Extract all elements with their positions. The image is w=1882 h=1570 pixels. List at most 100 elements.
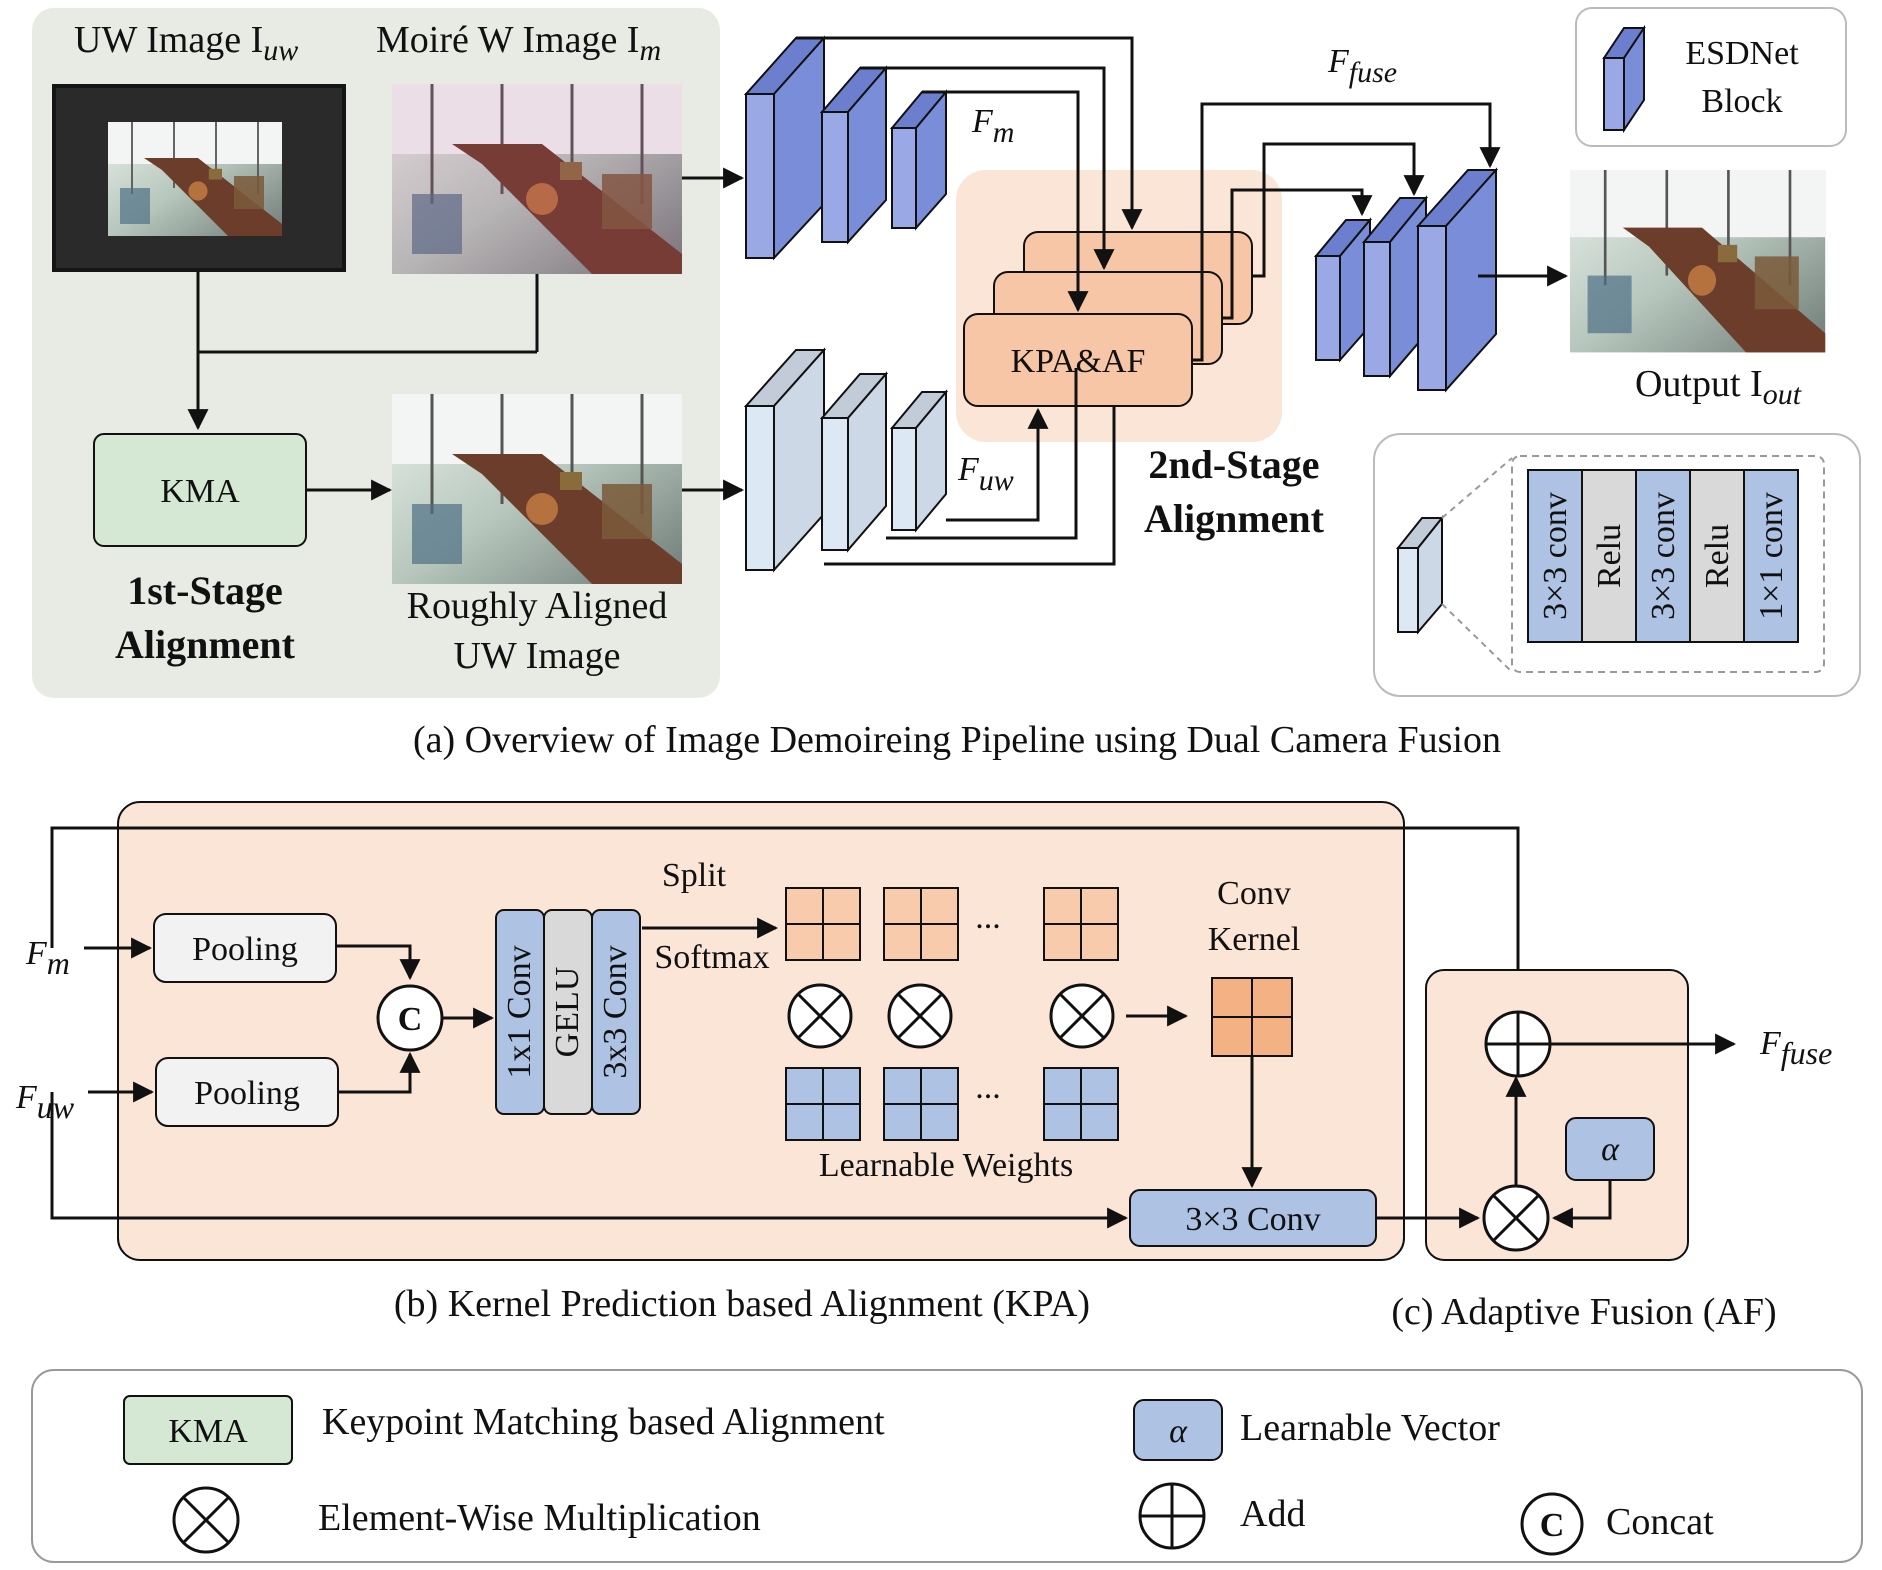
conv-kernel-label-line2: Kernel [1208,921,1301,958]
stage2-title-line1: 2nd-Stage [1148,442,1319,487]
pooling-box-fm [153,913,337,983]
legend-kma-box-label: KMA [168,1413,248,1450]
moire-encoder [743,35,949,261]
alpha-to-mult-arrow [1551,1180,1612,1229]
uw-image-thumbnail [52,84,346,272]
legend-kma-box [123,1395,293,1465]
legend-alpha-desc: Learnable Vector [1240,1407,1500,1449]
learnable-weights [785,1067,1119,1141]
fm-skip-2 [860,66,1115,271]
kpa-3x3-conv-label: 3×3 Conv [1185,1201,1320,1238]
fm-label: Fm [971,103,1014,149]
ffuse-conn-2 [1252,142,1425,278]
legend-kma-desc: Keypoint Matching based Alignment [322,1401,885,1443]
caption-a: (a) Overview of Image Demoireing Pipelin… [413,719,1501,761]
kpa-layer-1: 1x1 Conv [501,945,538,1078]
legend-concat-symbol: C [1540,1507,1565,1544]
kpa-layer-3: 3x3 Conv [597,945,634,1078]
predicted-kernel-1 [785,887,861,961]
ffuse-conn-1 [1222,188,1373,320]
fuw-to-conv-path [50,1092,1129,1229]
predicted-kernels [785,887,1119,961]
block-detail-dashed [1511,455,1825,673]
caption-c: (c) Adaptive Fusion (AF) [1391,1291,1776,1333]
legend-concat-desc: Concat [1606,1501,1714,1543]
legend-mult-desc: Element-Wise Multiplication [318,1497,761,1539]
conv-kernel-label-line1: Conv [1217,875,1291,912]
block-layer-4: Relu [1699,524,1736,588]
split-label: Split [662,857,727,894]
stage2-title-line2: Alignment [1144,496,1325,541]
block-layer-3: 3×3 conv [1645,492,1682,620]
zoom-line-top [1441,457,1513,519]
kma-label: KMA [160,473,240,510]
learnable-weight-n [1043,1067,1119,1141]
uw-encoder [743,347,949,573]
block-detail-icon [1395,515,1445,635]
decoder-blocks [1313,167,1499,393]
legend-add-desc: Add [1240,1493,1305,1535]
conv-kernel-grid [1211,977,1293,1057]
fuw-skip-1 [946,407,1049,522]
esdnet-label-line2: Block [1701,83,1782,120]
alpha-label: α [1601,1131,1620,1168]
fm-skip-1 [796,36,1143,231]
stage1-title-line2: Alignment [115,622,296,667]
ellipsis-top: ... [975,899,1001,936]
stage1-title-line1: 1st-Stage [127,568,283,613]
softmax-label: Softmax [654,939,769,976]
zoom-line-bottom [1441,603,1513,673]
rough-label-line2: UW Image [453,635,620,677]
pooling-fuw-to-concat [338,1051,421,1094]
legend-multiply-icon [172,1486,240,1554]
legend-box [31,1369,1863,1563]
learnable-weights-label: Learnable Weights [819,1147,1073,1184]
uw-image-label: UW Image Iuw [74,19,298,67]
pooling-label-fuw: Pooling [194,1075,300,1112]
esdnet-block-icon [1602,24,1646,134]
predicted-kernel-2 [883,887,959,961]
kpa-conv-stack: 1x1 Conv GELU 3x3 Conv [495,909,641,1115]
multiply-node-n [1049,983,1115,1049]
esdnet-label-line1: ESDNet [1685,35,1799,72]
learnable-weight-1 [785,1067,861,1141]
pooling-fm-to-concat [336,944,421,981]
multiply-node-2 [887,983,953,1049]
legend-alpha-label: α [1169,1413,1188,1450]
kernel-multiply-nodes [787,983,1115,1049]
kpa-fm-label: Fm [25,935,70,981]
rough-aligned-thumbnail [390,392,684,586]
pooling-label-fm: Pooling [192,931,298,968]
af-ffuse-label: Ffuse [1759,1025,1832,1071]
fm-skip-3 [922,90,1089,313]
block-layers: 3×3 conv Relu 3×3 conv Relu 1×1 conv [1527,469,1799,643]
predicted-kernel-n [1043,887,1119,961]
moire-image-label: Moiré W Image Im [376,19,661,67]
kpa-layer-2: GELU [549,967,586,1058]
af-multiply-node [1482,1184,1550,1252]
block-layer-2: Relu [1591,524,1628,588]
block-layer-1: 3×3 conv [1537,492,1574,620]
af-add-node [1484,1010,1552,1078]
ellipsis-bottom: ... [975,1069,1001,1106]
ffuse-conn-4 [1200,102,1501,238]
legend-alpha-box [1133,1399,1223,1461]
ffuse-label: Ffuse [1327,43,1397,89]
output-image-thumbnail [1568,168,1827,354]
fuw-skip-2 [886,368,1078,540]
rough-label-line1: Roughly Aligned [407,585,668,627]
fuw-label: Fuw [957,451,1014,497]
kpa-fuw-label: Fuw [15,1079,75,1125]
legend-add-icon [1138,1482,1206,1550]
fuw-skip-3 [824,406,1116,566]
block-layer-5: 1×1 conv [1753,492,1790,620]
learnable-weight-2 [883,1067,959,1141]
moire-image-thumbnail [390,82,684,276]
multiply-node-1 [787,983,853,1049]
kpa-af-label: KPA&AF [1011,343,1146,380]
ffuse-conn-3 [1192,238,1204,362]
output-label: Output Iout [1635,363,1802,411]
fm-skip-to-add-path [50,826,1529,1009]
caption-b: (b) Kernel Prediction based Alignment (K… [394,1283,1090,1325]
